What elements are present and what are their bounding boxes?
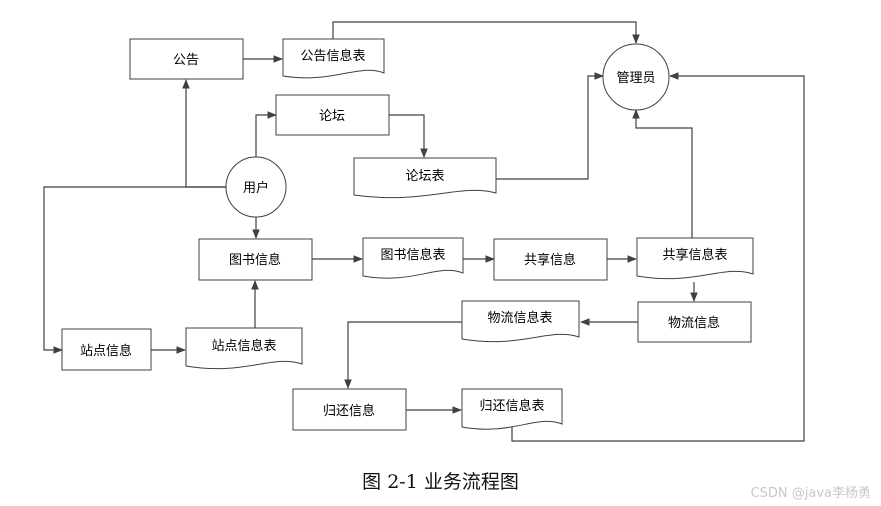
admin-circle xyxy=(602,43,670,111)
forum-table-doc xyxy=(353,157,497,199)
node-labels: 公告 公告信息表 管理员 论坛 论坛表 用户 图书信息 图书信息表 共享信息 共… xyxy=(80,48,728,419)
logistics-table-doc xyxy=(461,300,580,343)
label-logistics-info: 物流信息 xyxy=(668,315,720,331)
label-book-table: 图书信息表 xyxy=(380,247,445,263)
label-return-info: 归还信息 xyxy=(323,403,375,419)
label-share-table: 共享信息表 xyxy=(662,247,727,263)
edge-return-table-to-admin xyxy=(511,72,805,442)
label-forum: 论坛 xyxy=(319,109,345,124)
label-return-table: 归还信息表 xyxy=(479,398,544,414)
edge-user-to-forum xyxy=(255,111,277,158)
forum-box xyxy=(275,94,390,136)
edge-forum-table-to-admin xyxy=(496,72,604,180)
label-station-info: 站点信息 xyxy=(80,343,132,359)
edge-forum-to-forum-table xyxy=(389,114,428,158)
connectors xyxy=(43,21,805,442)
label-admin: 管理员 xyxy=(616,71,655,86)
return-table-doc xyxy=(461,388,563,430)
label-share-info: 共享信息 xyxy=(524,252,576,268)
edge-share-table-to-admin xyxy=(632,109,693,238)
edge-logistics-table-to-return-info xyxy=(344,321,462,389)
edge-user-to-station-info xyxy=(43,186,226,354)
edge-notice-table-to-admin xyxy=(332,21,640,44)
label-notice-table: 公告信息表 xyxy=(300,48,365,64)
station-table-doc xyxy=(185,327,303,370)
label-user: 用户 xyxy=(243,180,269,196)
share-info-box xyxy=(493,238,608,281)
label-forum-table: 论坛表 xyxy=(405,169,444,184)
book-info-box xyxy=(198,238,313,281)
return-info-box xyxy=(292,388,407,431)
label-station-table: 站点信息表 xyxy=(211,338,276,354)
process-nodes xyxy=(61,38,752,431)
figure-caption: 图 2-1 业务流程图 xyxy=(362,471,519,493)
notice-box xyxy=(129,38,244,80)
label-notice: 公告 xyxy=(173,53,199,68)
station-info-box xyxy=(61,328,152,371)
document-nodes xyxy=(185,38,754,430)
edge-user-to-notice xyxy=(182,79,226,188)
user-circle xyxy=(225,156,287,218)
logistics-info-box xyxy=(637,301,752,343)
label-book-info: 图书信息 xyxy=(229,252,281,268)
label-logistics-table: 物流信息表 xyxy=(487,310,552,326)
share-table-doc xyxy=(636,237,754,280)
notice-table-doc xyxy=(282,38,385,79)
entity-nodes xyxy=(225,43,670,218)
watermark: CSDN @java李杨勇 xyxy=(750,486,871,501)
book-table-doc xyxy=(362,237,464,279)
